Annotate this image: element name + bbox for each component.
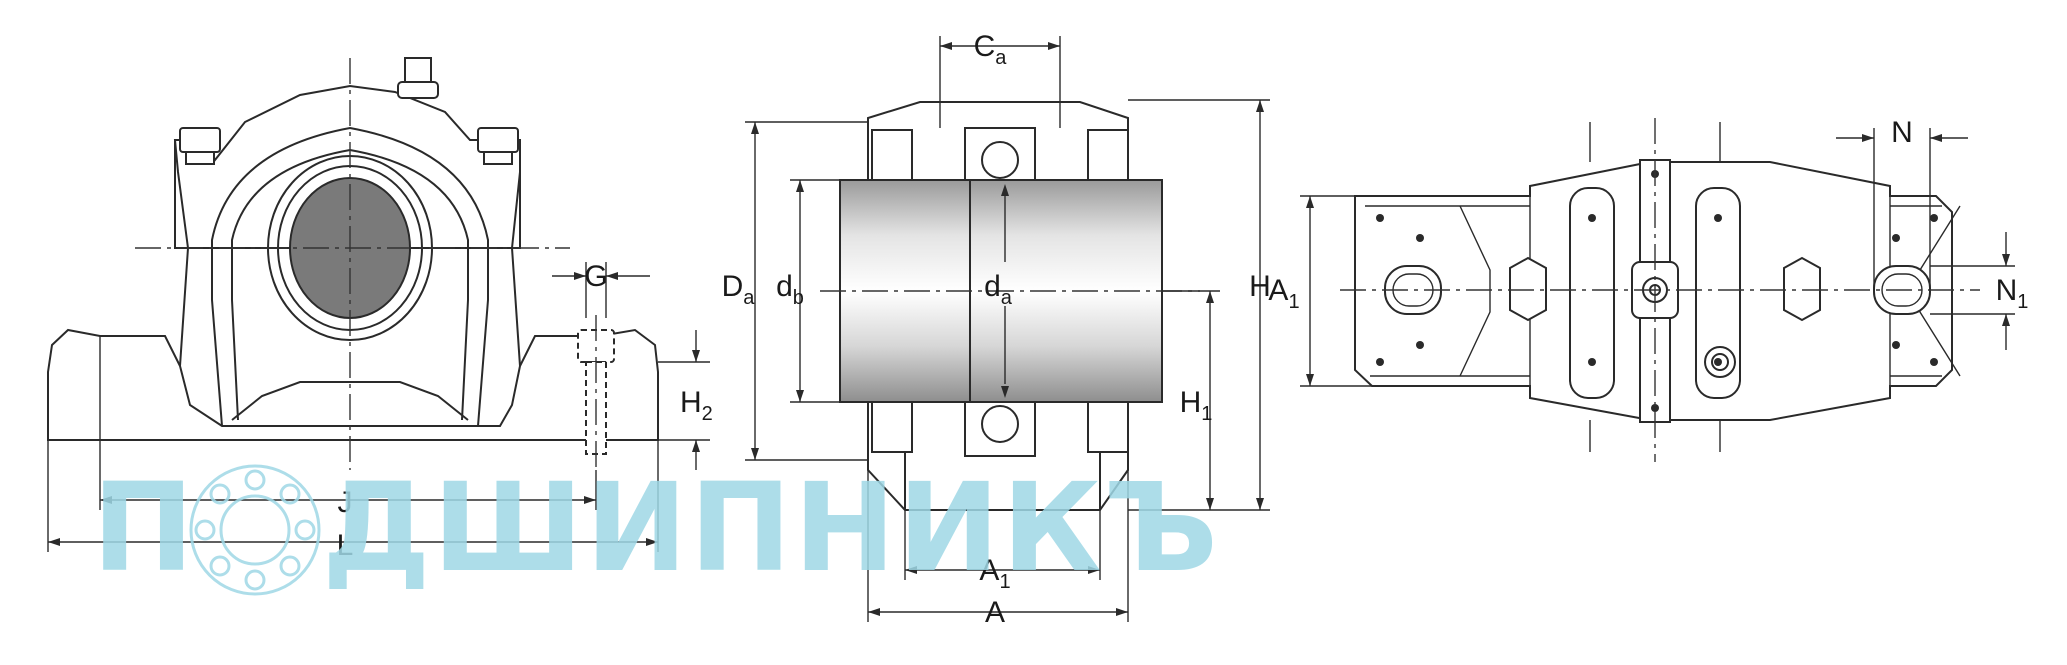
label-L: L: [337, 529, 354, 562]
label-H: H: [1249, 270, 1271, 303]
label-N: N: [1891, 116, 1913, 149]
label-A1-side: A1: [979, 554, 1010, 593]
label-J: J: [338, 486, 353, 519]
label-Ca: Ca: [974, 30, 1008, 69]
front-view: [47, 57, 710, 552]
label-H1: H1: [1180, 386, 1213, 425]
section-view: [745, 36, 1270, 622]
label-da: da: [984, 270, 1013, 309]
label-G: G: [584, 260, 607, 293]
bearing-icon: [189, 464, 321, 596]
label-A1-top: A1: [1268, 274, 1299, 313]
label-Da: Da: [722, 270, 756, 309]
watermark: П ДШИПНИКЪ: [92, 457, 1220, 599]
top-view: [1300, 118, 2015, 462]
label-H2: H2: [680, 386, 713, 425]
label-db: db: [776, 270, 804, 309]
label-A: A: [985, 596, 1005, 629]
label-N1: N1: [1996, 274, 2029, 313]
watermark-letter-p: П: [92, 457, 196, 599]
watermark-text: ДШИПНИКЪ: [322, 457, 1220, 599]
